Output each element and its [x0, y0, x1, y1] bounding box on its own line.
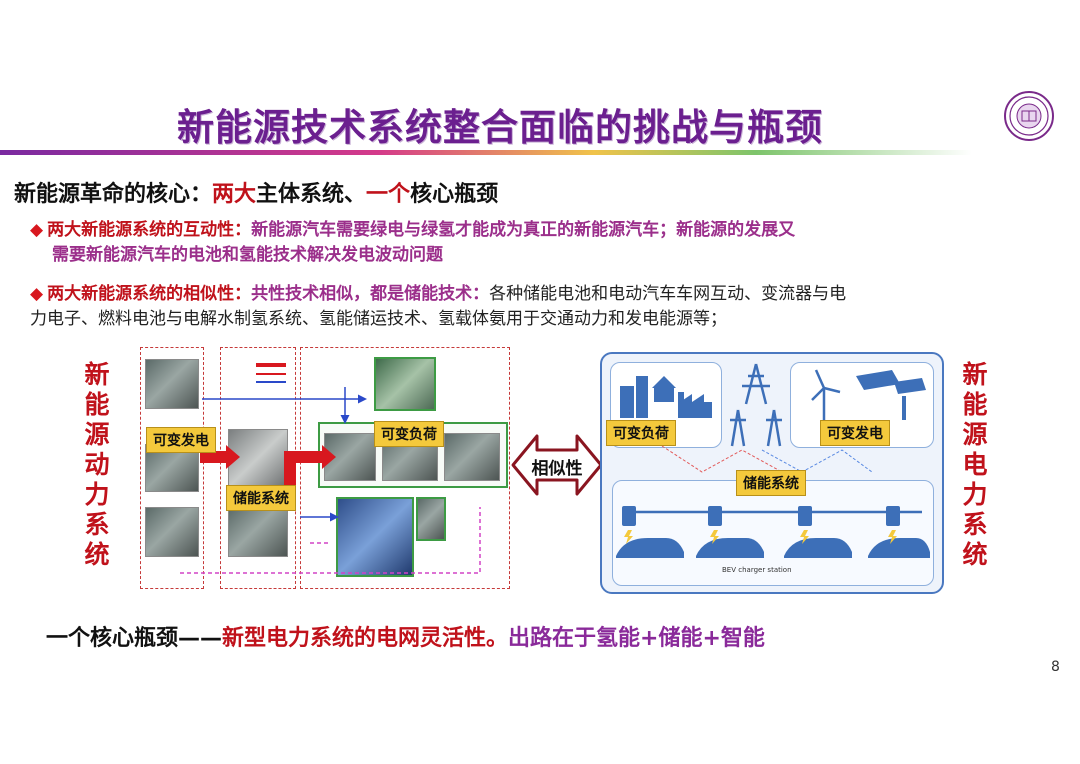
- core-subtitle: 新能源革命的核心：两大主体系统、一个核心瓶颈: [14, 176, 498, 208]
- subtitle-highlight-two: 两大: [212, 182, 257, 207]
- bullet-lead: 两大新能源系统的互动性：: [47, 220, 252, 240]
- diamond-bullet-icon: ◆: [30, 220, 44, 240]
- powertrain-diagram: 可变发电 储能系统 可变负荷: [140, 347, 512, 592]
- bullet-text-line1: 各种储能电池和电动汽车车网互动、变流器与电: [489, 284, 847, 304]
- city-factory-icon: [620, 376, 712, 418]
- engine-photo: [145, 359, 199, 409]
- bullet-similarity: ◆两大新能源系统的相似性：共性技术相似，都是储能技术：各种储能电池和电动汽车车网…: [30, 282, 1060, 332]
- bullet-interaction: ◆两大新能源系统的互动性：新能源汽车需要绿电与绿氢才能成为真正的新能源汽车；新能…: [30, 218, 1060, 268]
- grid-variable-load-tag: 可变负荷: [606, 420, 676, 446]
- transmission-tower-icon: [730, 363, 782, 447]
- slide-title: 新能源技术系统整合面临的挑战与瓶颈: [177, 106, 823, 149]
- motor-photo-3: [444, 433, 500, 481]
- power-grid-diagram: 可变负荷 可变发电 储能系统: [600, 352, 944, 594]
- legend-bar-red-thin: [256, 373, 286, 375]
- wind-solar-icon: [811, 369, 926, 420]
- subtitle-mid-2: 核心瓶颈: [410, 182, 499, 207]
- converter-photo: [416, 497, 446, 541]
- grid-connection-lines: [661, 445, 873, 473]
- subtitle-prefix: 新能源革命的核心：: [14, 182, 213, 207]
- footer-part-2: 新型电力系统的电网灵活性。: [222, 626, 509, 651]
- variable-generation-tag: 可变发电: [146, 427, 216, 453]
- bullet-emph: 共性技术相似，都是储能技术：: [251, 284, 490, 304]
- bullet-lead: 两大新能源系统的相似性：: [47, 284, 252, 304]
- university-seal-icon: [1004, 91, 1054, 141]
- subtitle-highlight-one: 一个: [366, 182, 411, 207]
- motor-controller-photo: [374, 357, 436, 411]
- page-number: 8: [1051, 659, 1060, 675]
- grid-variable-generation-tag: 可变发电: [820, 420, 890, 446]
- core-bottleneck-statement: 一个核心瓶颈——新型电力系统的电网灵活性。出路在于氢能+储能+智能: [46, 620, 765, 652]
- diamond-bullet-icon: ◆: [30, 284, 44, 304]
- control-cabinet-photo: [336, 497, 414, 577]
- battery-management-photo: [228, 507, 288, 557]
- legend-bar-blue: [256, 381, 286, 383]
- grid-storage-system-tag: 储能系统: [736, 470, 806, 496]
- subtitle-mid-1: 主体系统、: [256, 182, 367, 207]
- right-vertical-label: 新能源电力系统: [962, 360, 988, 569]
- left-vertical-label: 新能源动力系统: [84, 360, 110, 569]
- bullet-text-line1: 新能源汽车需要绿电与绿氢才能成为真正的新能源汽车；新能源的发展又: [251, 220, 796, 240]
- variable-load-tag: 可变负荷: [374, 421, 444, 447]
- load-group-frame: [300, 347, 510, 589]
- footer-part-1: 一个核心瓶颈——: [46, 626, 223, 651]
- bullet-text-line2: 需要新能源汽车的电池和氢能技术解决发电波动问题: [52, 245, 443, 265]
- storage-system-tag: 储能系统: [226, 485, 296, 511]
- ev-chargers-icon: [616, 506, 930, 558]
- footer-part-3: 出路在于氢能+储能+智能: [508, 626, 765, 651]
- gas-engine-photo: [145, 507, 199, 557]
- power-flow-arrows: [180, 387, 481, 574]
- similarity-label: 相似性: [531, 459, 583, 479]
- legend-bar-red: [256, 363, 286, 367]
- title-divider: [0, 150, 1080, 155]
- source-group-frame: [140, 347, 204, 589]
- charging-station-panel: [612, 480, 934, 586]
- charger-station-caption: BEV charger station: [722, 566, 792, 574]
- bullet-text-line2: 力电子、燃料电池与电解水制氢系统、氢能储运技术、氢载体氨用于交通动力和发电能源等…: [30, 309, 727, 329]
